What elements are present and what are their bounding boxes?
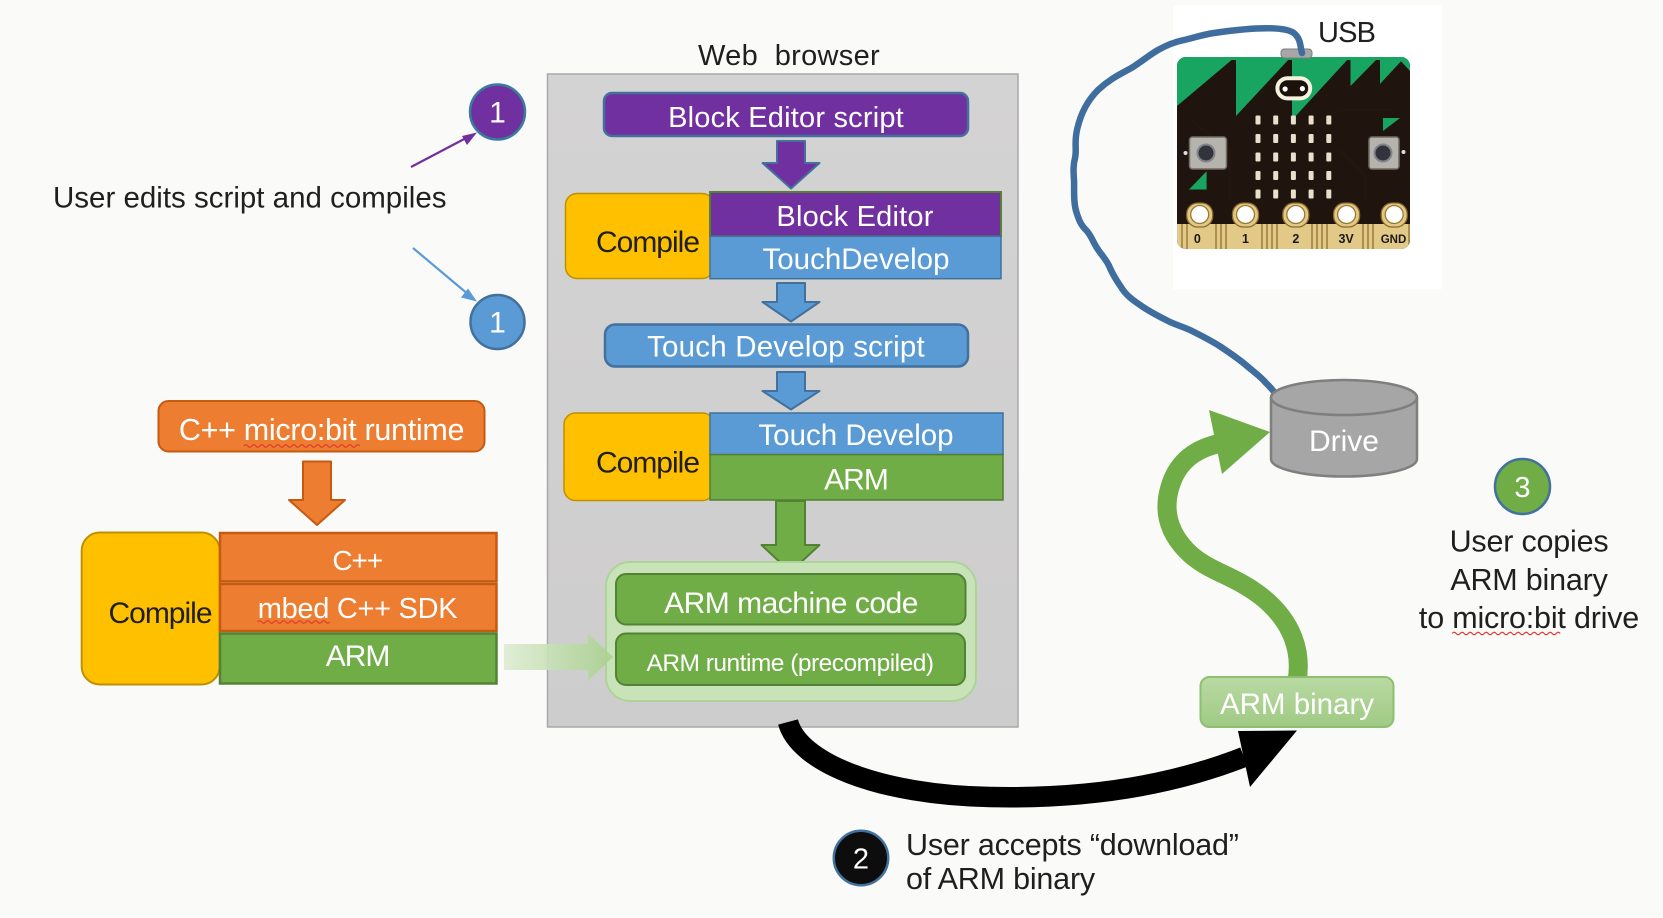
svg-text:ARM machine code: ARM machine code: [664, 587, 918, 620]
svg-text:Touch Develop script: Touch Develop script: [647, 331, 925, 364]
svg-text:Compile: Compile: [596, 447, 699, 480]
svg-text:C++ micro:bit runtime: C++ micro:bit runtime: [179, 413, 464, 447]
svg-text:ARM: ARM: [326, 640, 390, 673]
svg-text:ARM runtime (precompiled): ARM runtime (precompiled): [646, 650, 933, 677]
svg-text:C++: C++: [332, 545, 382, 576]
svg-text:ARM: ARM: [824, 464, 888, 497]
svg-text:1: 1: [489, 97, 506, 130]
svg-text:GND: GND: [1381, 234, 1407, 246]
svg-text:of ARM binary: of ARM binary: [906, 862, 1096, 896]
svg-text:2: 2: [853, 844, 869, 876]
svg-text:Compile: Compile: [596, 226, 699, 259]
svg-text:Web browser: Web browser: [698, 40, 880, 72]
svg-text:1: 1: [489, 307, 506, 340]
svg-text:0: 0: [1194, 232, 1201, 246]
svg-text:Touch Develop: Touch Develop: [758, 419, 953, 452]
svg-text:3: 3: [1514, 472, 1530, 504]
svg-text:to micro:bit drive: to micro:bit drive: [1419, 601, 1639, 635]
svg-text:User copies: User copies: [1450, 525, 1609, 559]
svg-text:Block Editor script: Block Editor script: [668, 102, 904, 134]
svg-text:USB: USB: [1318, 17, 1375, 49]
svg-text:TouchDevelop: TouchDevelop: [763, 243, 950, 276]
svg-text:User edits script and compiles: User edits script and compiles: [53, 182, 446, 215]
svg-text:mbed C++ SDK: mbed C++ SDK: [258, 593, 458, 625]
svg-text:User accepts “download”: User accepts “download”: [906, 828, 1239, 862]
svg-text:ARM binary: ARM binary: [1450, 563, 1608, 597]
svg-text:Drive: Drive: [1309, 425, 1379, 458]
svg-text:3V: 3V: [1338, 232, 1354, 246]
svg-text:2: 2: [1292, 232, 1299, 246]
svg-text:Compile: Compile: [108, 597, 211, 630]
svg-text:1: 1: [1242, 232, 1249, 246]
svg-text:Block Editor: Block Editor: [776, 201, 933, 233]
svg-text:ARM binary: ARM binary: [1220, 688, 1374, 721]
